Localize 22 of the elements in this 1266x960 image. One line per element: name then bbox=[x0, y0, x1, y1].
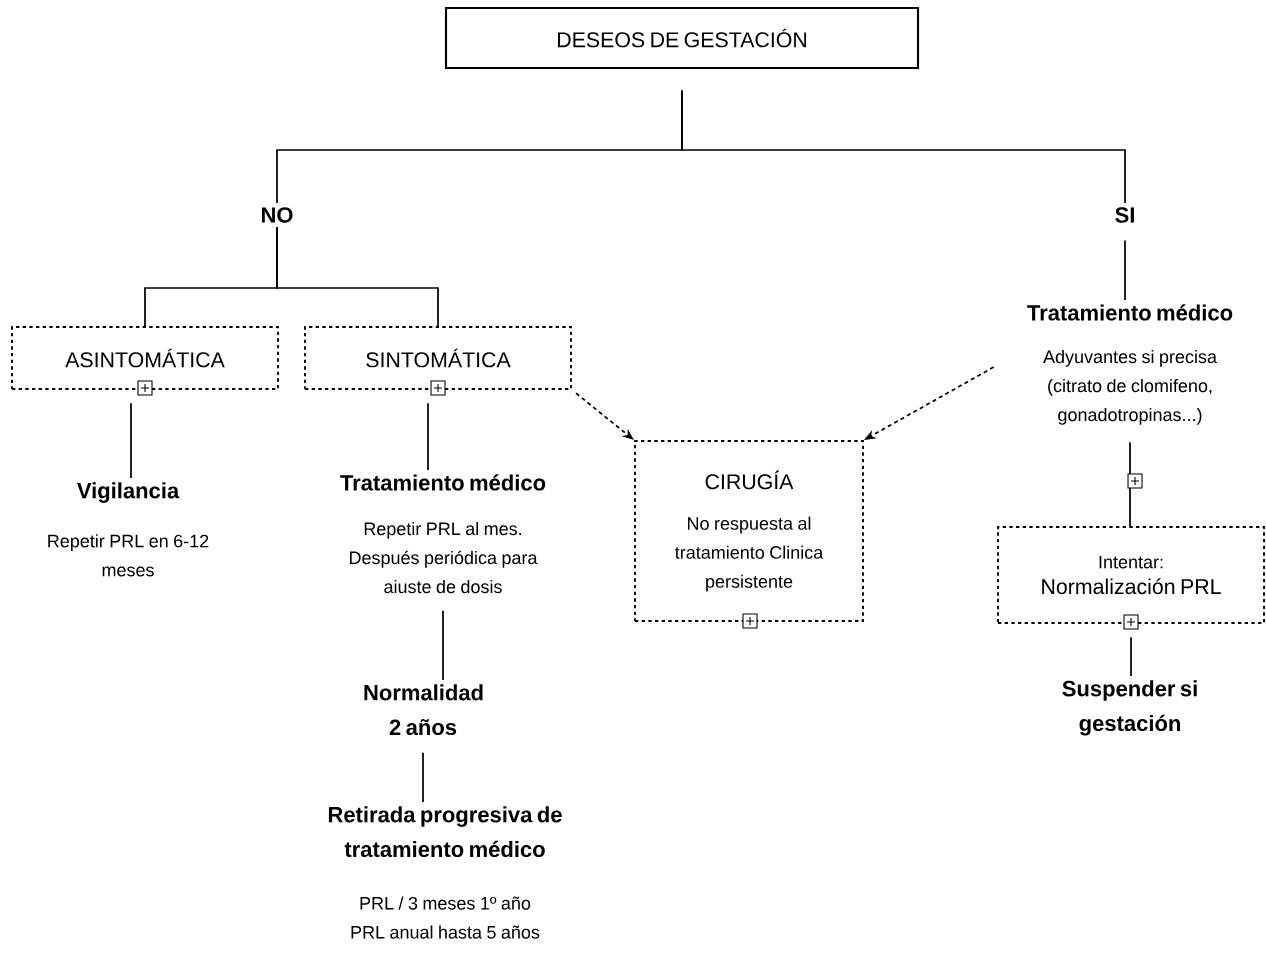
step-text: Vigilancia Repetir PRL en 6-12 meses bbox=[48, 482, 209, 577]
step-text: Suspender si gestación bbox=[1062, 680, 1197, 736]
category-box: ASINTOMÁTICA bbox=[11, 326, 279, 390]
connector-line bbox=[1130, 636, 1132, 677]
connector-line bbox=[422, 751, 424, 803]
category-box: SINTOMÁTICA bbox=[304, 326, 572, 390]
surgery-box: CIRUGÍA No respuesta al tratamiento Clinica persistente bbox=[634, 440, 864, 622]
connector-line bbox=[442, 609, 444, 681]
step-text: Tratamiento médico Adyuvantes si precisa (citrato de clomifeno, gonadotropinas...) bbox=[1027, 304, 1233, 425]
step-text: Retirada progresiva de tratamiento médico PRL / 3 meses 1º año PRL anual hasta 5 años bbox=[328, 806, 562, 939]
step-text: Tratamiento médico Repetir PRL al mes. Después periódica para aiuste de dosis bbox=[340, 474, 546, 594]
connector-line bbox=[1124, 239, 1126, 301]
connector-line bbox=[1129, 441, 1131, 527]
branch-label: SI bbox=[1115, 207, 1134, 223]
branch-label: NO bbox=[261, 207, 293, 223]
step-text: Normalidad 2 años bbox=[364, 684, 483, 736]
title-box: DESEOS DE GESTACIÓN bbox=[444, 6, 920, 70]
connector-line bbox=[681, 89, 1126, 204]
goal-box: Intentar: Normalización PRL bbox=[997, 526, 1265, 624]
connector-line bbox=[427, 402, 429, 471]
connector-line bbox=[276, 226, 439, 327]
connector-line bbox=[130, 402, 132, 479]
